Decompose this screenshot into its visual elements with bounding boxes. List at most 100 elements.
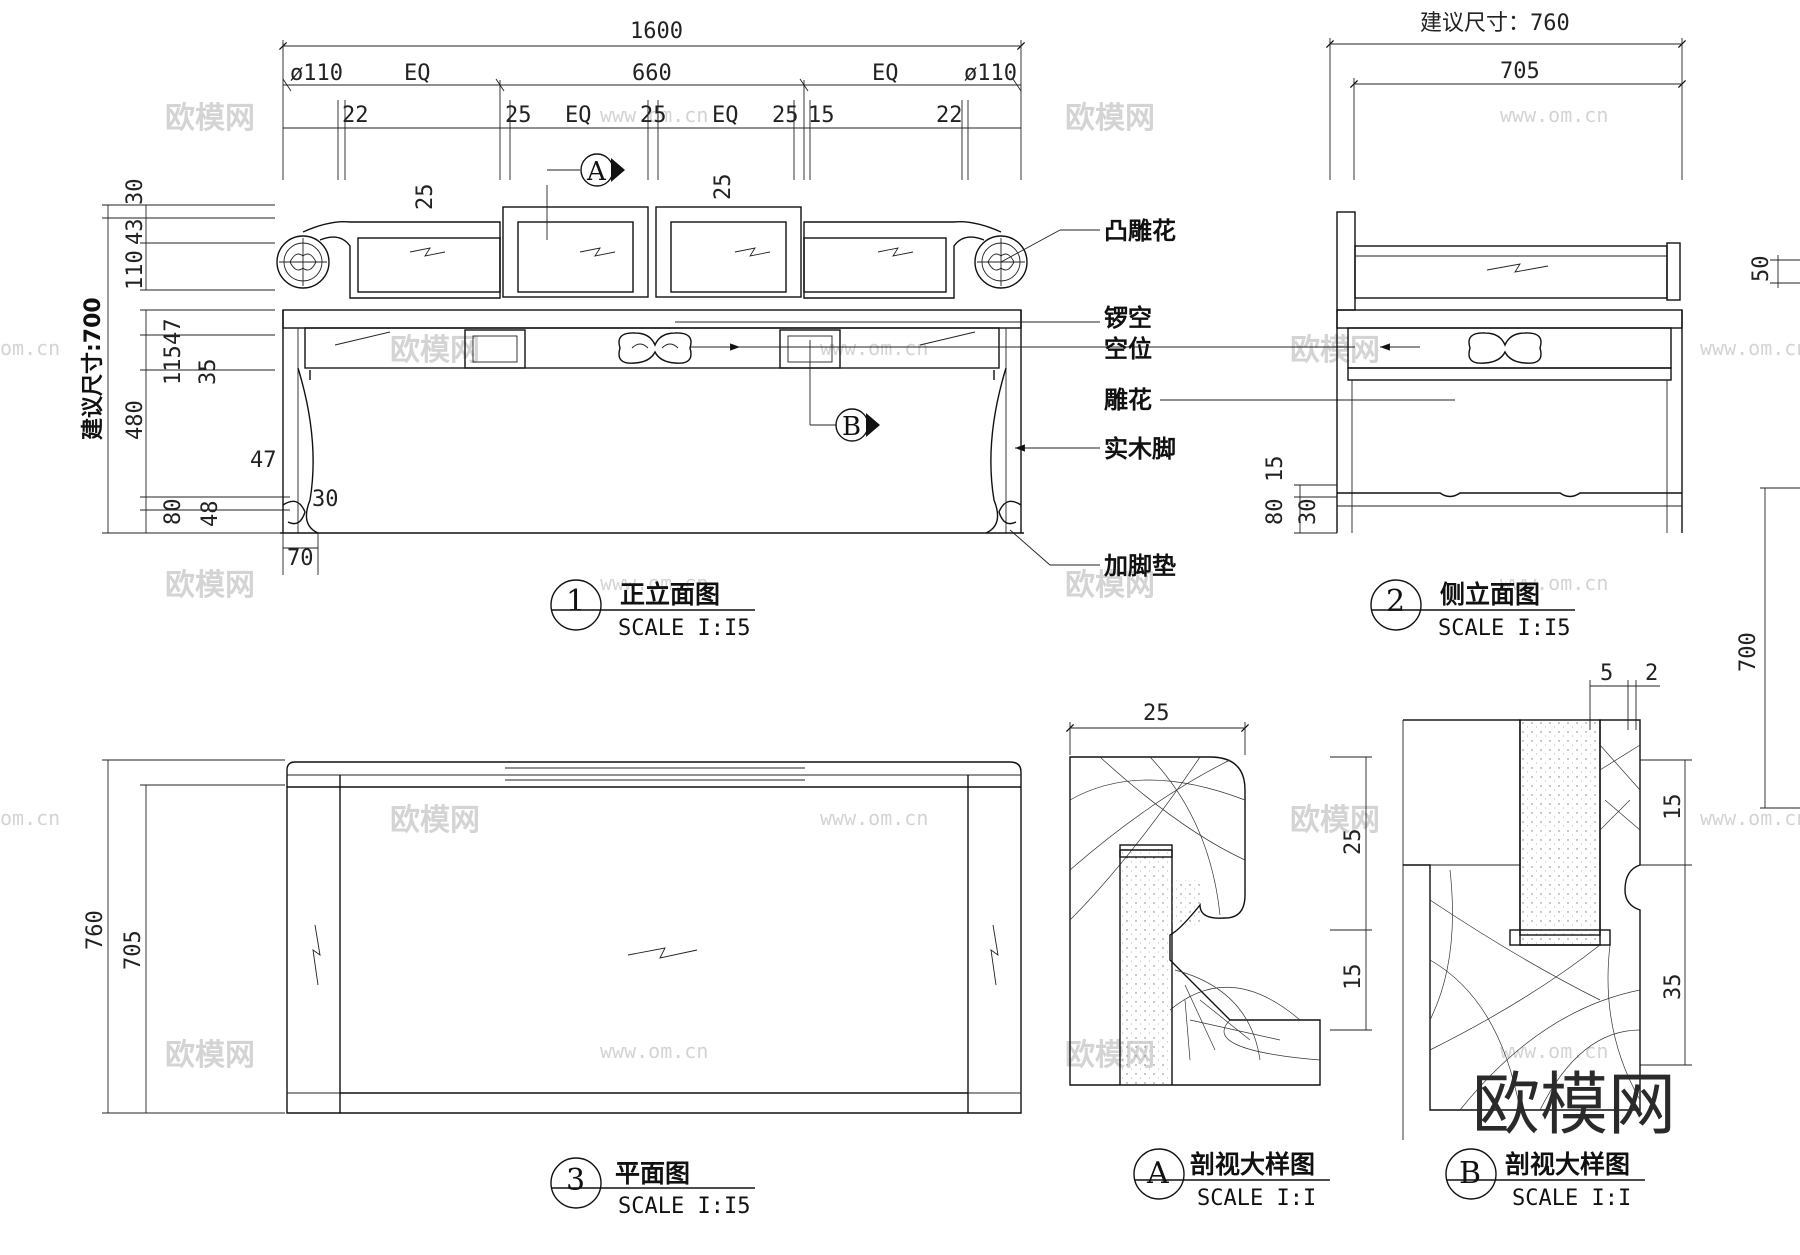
view-title: 剖视大样图 xyxy=(1505,1150,1630,1179)
front-top-dimensions: 1600 ø110 EQ 660 EQ ø110 22 25 EQ 25 EQ … xyxy=(278,19,1026,211)
dim-15: 15 xyxy=(1263,456,1288,483)
watermark: www.om.cn xyxy=(1500,103,1608,127)
dim-5: 5 xyxy=(1600,661,1613,686)
watermark: www.om.cn xyxy=(600,103,708,127)
watermark: www.om.cn xyxy=(600,1039,708,1063)
watermark: www.om.cn xyxy=(600,571,708,595)
callout-openwork: 锣空 xyxy=(1104,304,1152,332)
carved-cloud-motif xyxy=(618,332,692,364)
dim-705: 705 xyxy=(121,930,146,970)
side-sofa-drawing xyxy=(1336,211,1683,533)
dim-25: 25 xyxy=(1341,829,1366,856)
view-number: B xyxy=(1459,1156,1481,1191)
watermark: 欧模网 xyxy=(1065,568,1155,603)
watermark: 欧模网 xyxy=(390,333,480,368)
watermarks: 欧模网 www.om.cn 欧模网 www.om.cn om.cn 欧模网 ww… xyxy=(0,101,1800,1073)
dim-2: 2 xyxy=(1645,661,1658,686)
watermark: 欧模网 xyxy=(1290,803,1380,838)
detail-b-title: B 剖视大样图 SCALE I:I xyxy=(1445,1148,1645,1211)
watermark: www.om.cn xyxy=(1700,806,1800,830)
right-partial-view: 50 700 xyxy=(1736,255,1800,809)
watermark: 欧模网 xyxy=(165,1038,255,1073)
front-view-title: 1 正立面图 SCALE I:I5 xyxy=(550,579,755,641)
dim-43: 43 xyxy=(123,219,148,246)
watermark: www.om.cn xyxy=(1500,1039,1608,1063)
dim-suggest-height: 建议尺寸:700 xyxy=(81,297,106,440)
dim-25: 25 xyxy=(772,103,799,128)
dim-25: 25 xyxy=(505,103,532,128)
view-number: 2 xyxy=(1386,584,1405,619)
detail-b-hatch xyxy=(1429,744,1641,1111)
view-number: 1 xyxy=(566,584,585,619)
wood-grain-marks xyxy=(334,185,976,346)
plan-view: 760 705 3 平面图 SCALE I:I5 xyxy=(83,759,1022,1219)
side-elevation: 建议尺寸：760 705 80 15 xyxy=(1263,11,1687,641)
view-scale: SCALE I:I5 xyxy=(618,616,750,641)
dim-35: 35 xyxy=(1661,974,1686,1001)
plan-view-title: 3 平面图 SCALE I:I5 xyxy=(550,1157,755,1219)
view-number: 3 xyxy=(566,1163,585,1198)
dim-eq: EQ xyxy=(712,103,739,128)
dim-22: 22 xyxy=(936,103,963,128)
callout-blank: 空位 xyxy=(1104,335,1152,363)
dim-eq: EQ xyxy=(404,61,431,86)
view-scale: SCALE I:I5 xyxy=(1438,616,1570,641)
dim-22: 22 xyxy=(342,103,369,128)
dim-48: 48 xyxy=(198,501,223,528)
section-detail-b: 5 2 15 35 B 剖视大样图 SCALE I:I xyxy=(1402,661,1692,1211)
detail-a-title: A 剖视大样图 SCALE I:I xyxy=(1133,1148,1330,1211)
dim-15: 15 xyxy=(1661,794,1686,821)
dim-leg-70: 70 xyxy=(287,546,314,571)
callout-raised-carving: 凸雕花 xyxy=(1104,217,1176,245)
dim-80: 80 xyxy=(1263,499,1288,526)
dim-50: 50 xyxy=(1749,256,1774,283)
side-view-title: 2 侧立面图 SCALE I:I5 xyxy=(1370,579,1575,641)
view-scale: SCALE I:I5 xyxy=(618,1194,750,1219)
dim-15: 15 xyxy=(808,103,835,128)
watermark: www.om.cn xyxy=(820,336,928,360)
dim-110: 110 xyxy=(123,250,148,290)
dim-center: 660 xyxy=(632,61,672,86)
view-scale: SCALE I:I xyxy=(1512,1186,1631,1211)
watermark: 欧模网 xyxy=(1290,333,1380,368)
view-title: 正立面图 xyxy=(620,580,720,609)
dim-25: 25 xyxy=(711,174,736,201)
dim-eq: EQ xyxy=(565,103,592,128)
watermark: 欧模网 xyxy=(165,568,255,603)
carved-cloud-motif xyxy=(1468,332,1542,364)
front-elevation: 1600 ø110 EQ 660 EQ ø110 22 25 EQ 25 EQ … xyxy=(81,19,1455,641)
dim-leg-30: 30 xyxy=(312,487,339,512)
dim-700: 700 xyxy=(1736,632,1761,672)
front-sofa-drawing xyxy=(276,185,1028,534)
front-left-dimensions: 30 110 43 47 115 35 480 80 48 建议尺寸:700 4… xyxy=(81,179,339,575)
dim-115: 115 xyxy=(161,345,186,385)
dim-suggest-depth: 建议尺寸：760 xyxy=(1420,11,1570,36)
watermark: 欧模网 xyxy=(165,101,255,136)
left-carved-medallion xyxy=(276,235,330,289)
watermark: 欧模网 xyxy=(1065,101,1155,136)
dim-dia-right: ø110 xyxy=(964,61,1017,86)
plan-sofa-drawing xyxy=(286,761,1022,1114)
watermark: om.cn xyxy=(0,336,60,360)
watermark: www.om.cn xyxy=(820,806,928,830)
dim-25: 25 xyxy=(413,184,438,211)
section-label-a: A xyxy=(586,157,607,187)
dim-leg-47: 47 xyxy=(250,448,277,473)
dim-47: 47 xyxy=(161,319,186,346)
dim-35: 35 xyxy=(196,359,221,386)
watermark: www.om.cn xyxy=(1700,336,1800,360)
dim-overall-width: 1600 xyxy=(630,19,683,44)
view-scale: SCALE I:I xyxy=(1197,1186,1316,1211)
section-label-b: B xyxy=(842,412,861,442)
watermark: www.om.cn xyxy=(1500,571,1608,595)
dim-eq: EQ xyxy=(872,61,899,86)
section-mark-b: B xyxy=(809,340,880,442)
dim-80: 80 xyxy=(161,499,186,526)
view-title: 剖视大样图 xyxy=(1190,1150,1315,1179)
callout-foot-pad: 加脚垫 xyxy=(1104,552,1176,580)
callout-carving: 雕花 xyxy=(1104,386,1152,414)
view-number: A xyxy=(1146,1156,1169,1191)
dim-25: 25 xyxy=(1143,701,1170,726)
dim-760: 760 xyxy=(83,910,108,950)
